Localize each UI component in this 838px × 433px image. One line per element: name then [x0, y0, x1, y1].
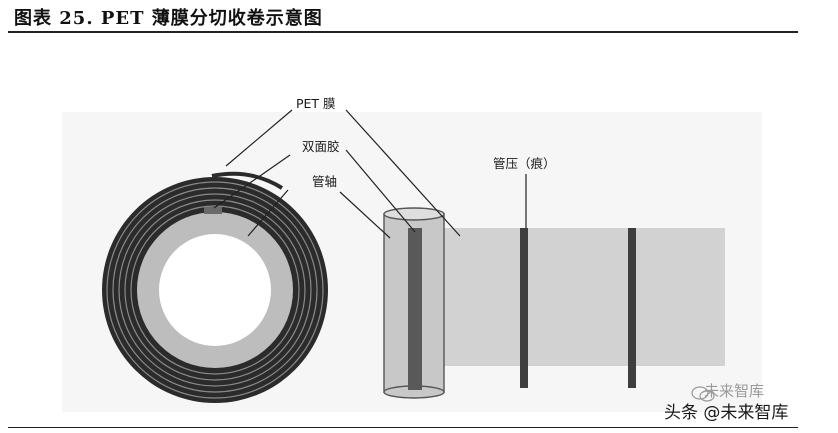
label-pet-film: PET 膜	[296, 96, 336, 111]
leader-core-right	[339, 191, 391, 239]
label-double-sided-tape: 双面胶	[302, 139, 340, 154]
leader-lines	[213, 109, 527, 239]
leader-core-left	[247, 189, 289, 237]
film-gap-1	[106, 181, 324, 399]
wechat-icon	[691, 386, 715, 402]
wound-roll	[102, 171, 328, 403]
leader-pet-left	[225, 109, 293, 167]
figure-title: 图表 25. PET 薄膜分切收卷示意图	[14, 8, 323, 29]
unrolled-film	[383, 207, 725, 399]
label-core-mark: 管压（痕）	[493, 156, 556, 171]
tape-strip	[408, 228, 422, 390]
watermark: 头条 @未来智库	[664, 403, 789, 423]
core-cylinder-top	[383, 207, 445, 221]
film-gap-5	[130, 205, 300, 375]
leader-tape-left	[213, 154, 291, 209]
watermark-ghost: 未来智库	[704, 382, 765, 400]
leader-pet-right	[345, 109, 461, 237]
film-tail	[211, 171, 284, 190]
film-gap-4	[124, 199, 306, 381]
film-sheet	[430, 228, 725, 366]
leader-tape-right	[345, 149, 416, 233]
bottom-rule	[8, 427, 798, 429]
film-gap-2	[112, 187, 318, 393]
tape-patch	[204, 207, 222, 214]
core-bore	[159, 234, 271, 346]
title-underline	[8, 31, 798, 33]
pressure-mark-1	[520, 228, 528, 388]
label-core: 管轴	[312, 174, 337, 189]
pressure-mark-2	[628, 228, 636, 388]
film-gap-3	[118, 193, 312, 387]
